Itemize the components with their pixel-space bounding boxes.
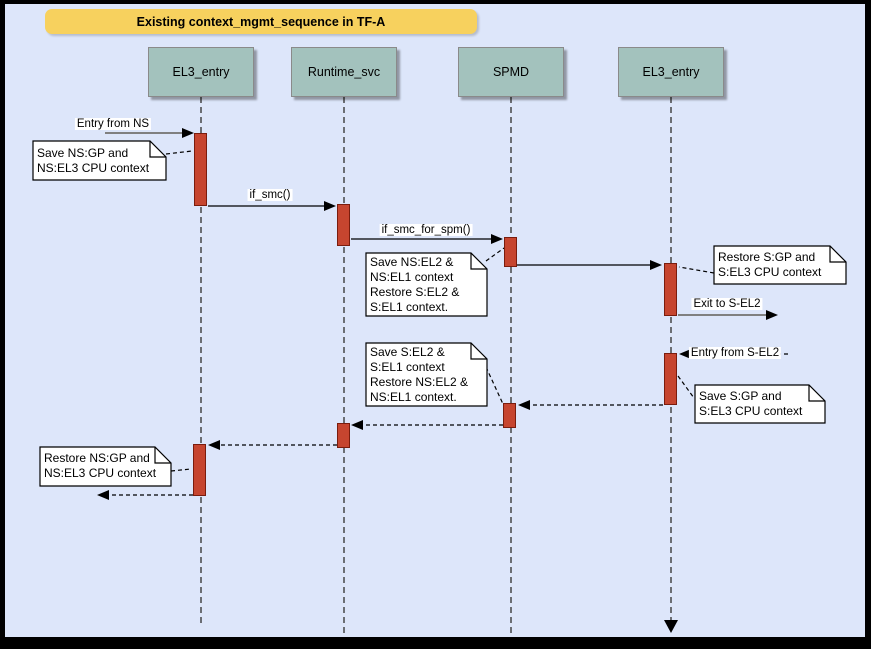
lifeline-label: EL3_entry (642, 65, 700, 79)
note-save-ns-el2: Save NS:EL2 & NS:EL1 context Restore S:E… (370, 255, 460, 314)
connector-note-save-s-gp (677, 375, 695, 399)
note-save-s-gp: Save S:GP and S:EL3 CPU context (699, 389, 803, 418)
lifeline-head-runtime-svc: Runtime_svc (291, 47, 397, 97)
lifeline-label: SPMD (492, 65, 530, 79)
connector-note-restore-ns-gp (170, 468, 192, 472)
message-label-entry-from-s-el2: Entry from S-EL2 (688, 347, 782, 359)
note-shape-restore-s-gp (713, 245, 847, 285)
activation-bar-el3-1 (194, 133, 207, 206)
note-fold-icon (470, 343, 487, 360)
lifeline-head-spmd: SPMD (458, 47, 564, 97)
arrowhead-return-spmd-to-runtime-icon (351, 420, 363, 430)
arrowhead-if-smc-for-spm-icon (491, 234, 503, 244)
arrowhead-return-el3-to-spmd-icon (518, 400, 530, 410)
activation-bar-el3-2 (193, 444, 206, 496)
note-save-ns-gp: Save NS:GP and NS:EL3 CPU context (37, 146, 150, 175)
note-restore-ns-gp: Restore NS:GP and NS:EL3 CPU context (44, 451, 157, 480)
note-shape-save-s-gp (694, 384, 826, 424)
activation-bar-spmd-2 (503, 403, 516, 428)
arrowhead-return-runtime-to-el3-icon (208, 440, 220, 450)
activation-bar-el3b-1 (664, 263, 677, 316)
connector-note-restore-s-gp (678, 266, 715, 274)
message-label-if-smc-for-spm: if_smc_for_spm() (379, 224, 473, 236)
note-fold-icon (808, 385, 825, 402)
diagram-title: Existing context_mgmt_sequence in TF-A (45, 9, 477, 34)
activation-bar-runtime-1 (337, 204, 350, 246)
note-fold-icon (149, 141, 166, 158)
arrowhead-if-smc-icon (324, 201, 336, 211)
note-shape-save-ns-gp (32, 140, 167, 181)
note-shape-restore-ns-gp (39, 446, 172, 487)
message-label-exit-to-s-el2: Exit to S-EL2 (691, 298, 763, 310)
connector-note-save-ns-gp (165, 150, 193, 155)
arrowhead-entry-from-ns-icon (182, 128, 194, 138)
arrowhead-exit-to-s-el2-icon (766, 310, 778, 320)
activation-bar-runtime-2 (337, 423, 350, 448)
arrowhead-entry-from-s-el2-icon (679, 349, 691, 359)
lifeline-head-el3-entry-1: EL3_entry (148, 47, 254, 97)
lifeline-end-arrow-icon (664, 620, 678, 633)
diagram-background (5, 4, 865, 637)
note-restore-s-gp: Restore S:GP and S:EL3 CPU context (718, 250, 822, 279)
activation-bar-el3b-2 (664, 353, 677, 405)
note-fold-icon (829, 246, 846, 263)
arrowhead-spmd-to-el3-icon (650, 260, 662, 270)
activation-bar-spmd-1 (504, 237, 517, 267)
lifeline-label: EL3_entry (172, 65, 230, 79)
connector-note-save-s-el2 (485, 366, 504, 405)
message-label-if-smc: if_smc() (247, 189, 293, 201)
note-shape-save-ns-el2 (365, 252, 488, 317)
arrowhead-return-to-ns-icon (97, 490, 109, 500)
lifeline-head-el3-entry-2: EL3_entry (618, 47, 724, 97)
note-fold-icon (154, 447, 171, 464)
note-fold-icon (470, 253, 487, 270)
connector-note-save-ns-el2 (485, 247, 505, 262)
lifeline-label: Runtime_svc (307, 65, 381, 79)
note-shape-save-s-el2 (365, 342, 488, 407)
message-label-entry-from-ns: Entry from NS (74, 118, 152, 130)
note-save-s-el2: Save S:EL2 & S:EL1 context Restore NS:EL… (370, 345, 469, 404)
